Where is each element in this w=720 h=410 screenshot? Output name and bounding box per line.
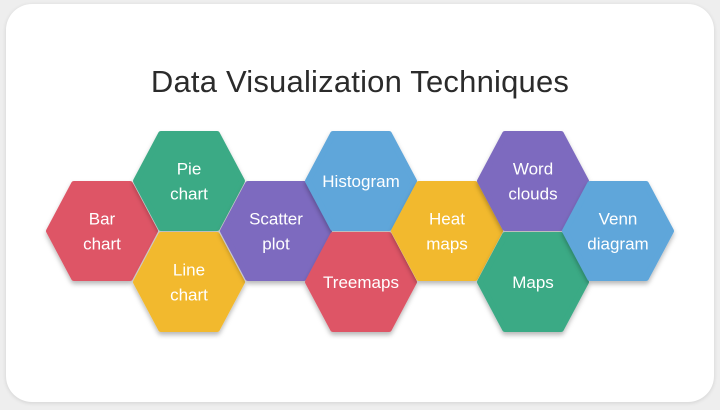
hexagon-shape bbox=[133, 131, 245, 231]
hexagon-label: Bar bbox=[89, 210, 116, 229]
hexagon-pie-chart: Pie chart bbox=[133, 131, 245, 231]
hexagon-line-chart: Line chart bbox=[133, 232, 245, 332]
hexagon-shape bbox=[562, 181, 674, 281]
hexagon-shape bbox=[305, 232, 417, 332]
hexagon-shape bbox=[477, 232, 589, 332]
hexagon-shape bbox=[220, 181, 332, 281]
hexagon-bar-chart: Bar chart bbox=[46, 181, 158, 281]
hexagon-shape bbox=[133, 232, 245, 332]
hexagon-label: Venn bbox=[599, 210, 638, 229]
hexagon-label: maps bbox=[426, 235, 468, 254]
hexagon-label: Histogram bbox=[322, 172, 399, 191]
hexagon-treemaps: Treemaps bbox=[305, 232, 417, 332]
hexagon-label: Heat bbox=[429, 210, 465, 229]
hexagon-label: diagram bbox=[587, 235, 648, 254]
hexagon-shape bbox=[46, 181, 158, 281]
hexagon-maps: Maps bbox=[477, 232, 589, 332]
hexagon-label: plot bbox=[262, 235, 290, 254]
hexagon-shape bbox=[305, 131, 417, 231]
hexagon-shape bbox=[391, 181, 503, 281]
hexagon-label: Pie bbox=[177, 160, 202, 179]
hexagon-shape bbox=[477, 131, 589, 231]
hexagon-label: Treemaps bbox=[323, 273, 399, 292]
hexagon-label: chart bbox=[170, 286, 208, 305]
hexagon-label: clouds bbox=[508, 185, 557, 204]
hexagon-word-clouds: Word clouds bbox=[477, 131, 589, 231]
hexagon-venn-diagram: Venn diagram bbox=[562, 181, 674, 281]
hexagon-label: chart bbox=[170, 185, 208, 204]
hexagon-label: Word bbox=[513, 160, 553, 179]
hexagon-label: chart bbox=[83, 235, 121, 254]
hexagon-label: Line bbox=[173, 261, 205, 280]
page-title: Data Visualization Techniques bbox=[150, 64, 570, 99]
hexagon-heat-maps: Heat maps bbox=[391, 181, 503, 281]
hexagon-label: Scatter bbox=[249, 210, 303, 229]
hexagon-label: Maps bbox=[512, 273, 554, 292]
hexagon-histogram: Histogram bbox=[305, 131, 417, 231]
hexagon-scatter-plot: Scatter plot bbox=[220, 181, 332, 281]
